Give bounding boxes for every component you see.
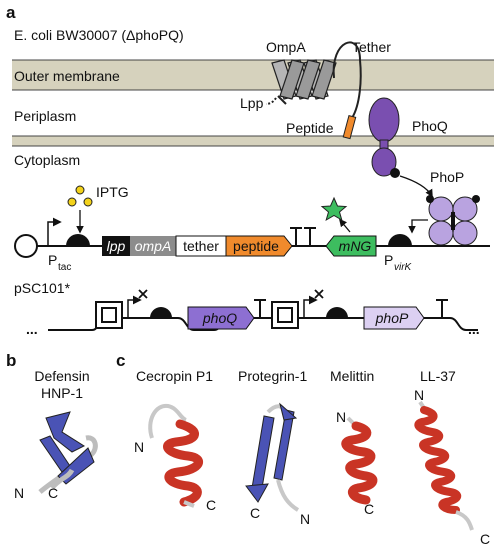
cytoplasm-label: Cytoplasm (14, 152, 80, 168)
ll37-title: LL-37 (420, 368, 456, 384)
phoq-promoter-knockout-x (138, 289, 148, 299)
phoq-gene-label: phoQ (202, 310, 237, 326)
lpp-label: Lpp (240, 95, 264, 111)
panel-a-label: a (6, 3, 16, 22)
peptide-bar (342, 114, 357, 140)
terminator-2 (304, 227, 316, 246)
cecropin-n-terminus: N (134, 439, 144, 455)
iptg-molecules (67, 185, 93, 207)
defensin-structure (38, 411, 98, 494)
phop-terminator (436, 299, 448, 318)
panel-c-label: c (116, 351, 125, 370)
protegrin-c-terminus: C (250, 505, 260, 521)
phop-rbs (326, 307, 348, 318)
phop-promoter-knockout-x (314, 289, 324, 299)
ompa-label: OmpA (266, 39, 306, 55)
outer-membrane-band (12, 60, 494, 90)
phoq-phospho-dot (390, 168, 400, 178)
inner-membrane-band (12, 136, 494, 146)
chromosome-ellipsis-right: ... (468, 321, 480, 337)
cecropin-c-terminus: C (206, 497, 216, 513)
outer-membrane-label: Outer membrane (14, 68, 120, 84)
defensin-title-line1: Defensin (34, 368, 89, 384)
plasmid-label: pSC101* (14, 280, 71, 296)
tether-label: Tether (352, 39, 391, 55)
panel-b-label: b (6, 351, 16, 370)
phop-dimer-bridge (451, 212, 455, 230)
defensin-n-terminus: N (14, 485, 24, 501)
melittin-title: Melittin (330, 368, 374, 384)
melittin-structure (341, 416, 378, 505)
pvirk-rbs (388, 234, 412, 246)
iptg-label: IPTG (96, 184, 129, 200)
tether-box-label: tether (183, 238, 219, 254)
fluorescence-star-icon (320, 196, 348, 222)
plasmid-origin-circle (14, 234, 38, 258)
ll37-structure (414, 400, 474, 531)
lpp-box (102, 236, 130, 256)
kanr-cassette-2-inner (277, 307, 293, 323)
defensin-title-line2: HNP-1 (41, 385, 83, 401)
protegrin-title: Protegrin-1 (238, 368, 307, 384)
cecropin-title: Cecropin P1 (136, 368, 213, 384)
phoq-rbs (150, 307, 172, 318)
melittin-n-terminus: N (336, 409, 346, 425)
phop-promoter-arrow (303, 295, 318, 318)
phop-phospho-dot-left (426, 195, 434, 203)
pvirk-label-sub: virK (394, 262, 413, 273)
protegrin-n-terminus: N (300, 511, 310, 527)
kanr-cassette-1-inner (101, 307, 117, 323)
phoq-terminator (254, 299, 266, 318)
lpp-linker (265, 97, 277, 105)
ll37-c-terminus: C (480, 531, 490, 547)
cecropin-structure (148, 403, 204, 508)
phop-gene-box (363, 306, 425, 330)
ll37-n-terminus: N (414, 387, 424, 403)
phop-activation-arrow (408, 219, 428, 234)
peptide-box (225, 235, 293, 257)
phop-phospho-dot-right (472, 195, 480, 203)
ptac-label-sub: tac (58, 262, 71, 273)
pvirk-label-main: P (384, 252, 393, 268)
terminator-1 (290, 227, 302, 246)
periplasm-label: Periplasm (14, 108, 76, 124)
phop-label: PhoP (430, 169, 464, 185)
phop-gene-label: phoP (375, 310, 409, 326)
ompa-barrel (271, 59, 337, 100)
peptide-label: Peptide (286, 120, 334, 136)
phoq-label: PhoQ (412, 118, 448, 134)
phoq-cytoplasmic-domain (371, 147, 397, 177)
ptac-label-main: P (48, 252, 57, 268)
tether-line (332, 41, 362, 119)
lpp-box-label: lpp (107, 238, 126, 254)
ompa-box (130, 236, 176, 256)
phoq-promoter-arrow (127, 295, 142, 318)
chromosome-ellipsis-left: ... (26, 321, 38, 337)
ptac-rbs (66, 234, 90, 246)
defensin-c-terminus: C (48, 485, 58, 501)
ompa-box-label: ompA (135, 238, 172, 254)
phoq-periplasmic-domain (368, 97, 400, 143)
phoq-gene-box (187, 306, 255, 330)
phop-dimer (428, 196, 478, 246)
peptide-box-label: peptide (233, 238, 279, 254)
strain-label: E. coli BW30007 (ΔphoPQ) (14, 27, 184, 43)
ptac-promoter-arrow (47, 217, 62, 246)
kanr-cassette-2-outer (271, 301, 299, 329)
protegrin-structure (245, 402, 300, 512)
lpp-anchor (277, 95, 287, 105)
mng-box-label: mNG (339, 238, 372, 254)
melittin-c-terminus: C (364, 501, 374, 517)
phosphotransfer-arrow (399, 175, 433, 198)
mng-fluorescence-arrow (339, 218, 351, 233)
mng-box (325, 235, 377, 257)
